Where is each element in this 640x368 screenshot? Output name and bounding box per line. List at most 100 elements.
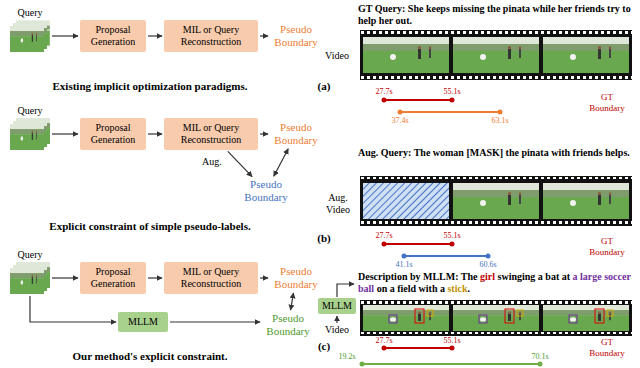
timeline	[450, 242, 455, 247]
film-strip	[360, 176, 632, 226]
detection-box	[569, 315, 577, 323]
node-text: MIL or Query Reconstruction	[168, 122, 254, 146]
film-strip	[360, 300, 632, 336]
detection-box	[607, 310, 613, 316]
film-strip	[363, 37, 449, 73]
label-text: 27.7s	[369, 336, 399, 346]
leader-arrow	[337, 284, 354, 297]
connector-arrow	[30, 296, 116, 322]
connector-arrow	[148, 133, 162, 134]
label-text: 27.7s	[369, 231, 399, 241]
node-text: Proposal Generation	[84, 24, 142, 48]
timeline	[398, 110, 403, 115]
node-text: Proposal Generation	[84, 266, 142, 290]
label-text: (b)	[316, 232, 332, 245]
detection-box	[479, 315, 487, 323]
film-strip	[363, 183, 449, 219]
film-strip	[360, 221, 632, 225]
film-strip	[360, 31, 632, 35]
node-text: Pseudo Boundary	[270, 23, 322, 49]
description-text: on a field with a	[377, 283, 445, 294]
node-text: MLLM	[322, 300, 352, 312]
timeline	[384, 243, 452, 245]
process-box: MIL or Query Reconstruction	[164, 20, 258, 52]
process-box: MLLM	[118, 312, 168, 332]
timeline	[486, 254, 491, 259]
film-strip	[453, 37, 539, 73]
node-text: Proposal Generation	[84, 122, 142, 146]
query-thumbnail: Query	[10, 20, 50, 52]
process-box: MLLM	[318, 298, 356, 314]
query-heading: Query	[0, 249, 60, 261]
connector-arrow	[260, 133, 268, 134]
film-strip	[360, 30, 632, 80]
label-text: Aug. Query: The woman [MASK] the pinata …	[358, 147, 632, 159]
detection-box	[415, 309, 424, 323]
timeline	[450, 346, 455, 351]
leader-arrow	[336, 316, 337, 323]
label-text: 55.1s	[437, 336, 467, 346]
description-block: Description by MLLM: The girl swinging a…	[358, 271, 632, 295]
description-text: .	[467, 283, 470, 294]
detection-box	[389, 315, 397, 323]
film-strip	[543, 37, 629, 73]
label-text: GT Query: She keeps missing the pinata w…	[358, 3, 632, 27]
film-strip	[453, 183, 539, 219]
pseudo-boundary: Pseudo Boundary	[240, 178, 292, 204]
node-text: MIL or Query Reconstruction	[168, 266, 254, 290]
connector-arrow	[274, 149, 288, 176]
node-text: Pseudo Boundary	[240, 178, 292, 204]
query-heading: Query	[0, 105, 60, 117]
query-thumbnail	[10, 268, 44, 294]
detection-box	[595, 309, 604, 323]
timeline	[382, 346, 387, 351]
film-strip	[360, 300, 632, 336]
timeline	[402, 254, 407, 259]
timeline	[450, 98, 455, 103]
query-thumbnail	[10, 26, 44, 52]
timeline	[384, 347, 452, 349]
pseudo-boundary: Pseudo Boundary	[270, 23, 322, 49]
film-strip	[360, 176, 632, 226]
film-strip	[360, 30, 632, 80]
node-text: MIL or Query Reconstruction	[168, 24, 254, 48]
timeline	[404, 255, 488, 257]
process-box: MIL or Query Reconstruction	[164, 262, 258, 294]
connector-arrow	[291, 293, 294, 310]
label-text: 41.1s	[389, 260, 419, 270]
detection-box	[505, 309, 514, 323]
query-thumbnail	[10, 124, 44, 150]
detection-box	[427, 310, 433, 316]
connector-arrow	[260, 35, 268, 36]
process-box: Proposal Generation	[80, 20, 146, 52]
label-text: 37.4s	[385, 116, 415, 126]
node-text: Pseudo Boundary	[270, 265, 322, 291]
query-thumbnail: Query	[10, 118, 50, 150]
detection-box	[389, 309, 613, 323]
label-text: Video	[318, 50, 356, 62]
pseudo-boundary: Pseudo Boundary	[270, 265, 322, 291]
film-strip	[360, 75, 632, 79]
film-strip	[363, 305, 449, 331]
edge-label: Aug.	[201, 156, 223, 168]
label-text: 60.6s	[473, 260, 503, 270]
node-text: Pseudo Boundary	[262, 312, 314, 338]
connector-arrow	[170, 321, 260, 322]
query-thumbnail: Query	[10, 262, 50, 294]
label-text: GT Boundary	[585, 337, 629, 359]
timeline	[360, 98, 543, 367]
query-heading: Query	[0, 7, 60, 19]
timeline	[538, 362, 543, 367]
timeline	[382, 98, 387, 103]
film-strip	[543, 183, 629, 219]
label-text: (c)	[316, 340, 332, 353]
pseudo-boundary: Pseudo Boundary	[270, 121, 322, 147]
label-text: Video	[318, 324, 356, 336]
node-text: MLLM	[128, 316, 158, 328]
film-strip	[543, 305, 629, 331]
label-text: Explicit constraint of simple pseudo-lab…	[0, 220, 300, 233]
timeline	[384, 99, 452, 101]
description-text: Description by MLLM: The	[358, 271, 478, 282]
connector-arrow	[148, 35, 162, 36]
connector-arrow	[148, 277, 162, 278]
